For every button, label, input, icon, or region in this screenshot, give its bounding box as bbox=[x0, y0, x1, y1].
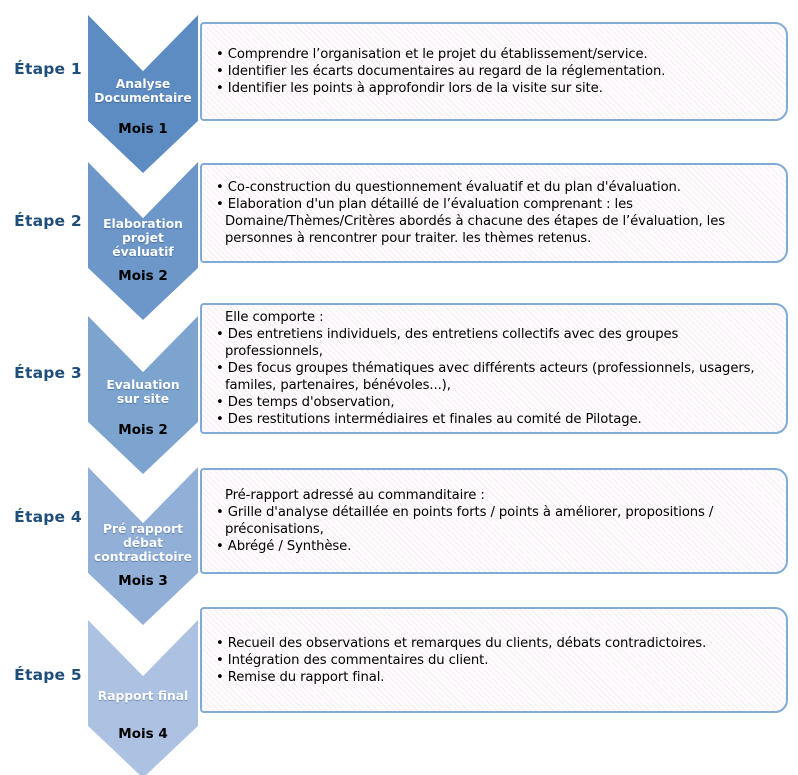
bullet-item: Des entretiens individuels, des entretie… bbox=[212, 326, 772, 360]
etape-5-label: Étape 5 bbox=[14, 666, 82, 684]
detail-box-step-1: Comprendre l’organisation et le projet d… bbox=[200, 22, 788, 121]
bullet-item: Identifier les points à approfondir lors… bbox=[212, 80, 772, 97]
detail-box-step-3: Elle comporte : Des entretiens individue… bbox=[200, 303, 788, 434]
etape-4-label: Étape 4 bbox=[14, 508, 82, 526]
chevron-step-4-title: Pré rapport débat contradictoire bbox=[94, 522, 192, 564]
chevron-step-4-mois: Mois 3 bbox=[118, 573, 168, 589]
bullet-item: Identifier les écarts documentaires au r… bbox=[212, 63, 772, 80]
chevron-step-3: Evaluation sur site Mois 2 bbox=[88, 316, 198, 474]
etape-1-label: Étape 1 bbox=[14, 60, 82, 78]
etape-2-label: Étape 2 bbox=[14, 212, 82, 230]
bullet-item: Intégration des commentaires du client. bbox=[212, 652, 772, 669]
bullet-item: Comprendre l’organisation et le projet d… bbox=[212, 46, 772, 63]
chevron-step-2-title: Elaboration projet évaluatif bbox=[103, 217, 183, 259]
chevron-step-5: Rapport final Mois 4 bbox=[88, 620, 198, 775]
chevron-step-5-title: Rapport final bbox=[97, 689, 189, 703]
bullet-item: Abrégé / Synthèse. bbox=[212, 538, 772, 555]
bullet-item: Remise du rapport final. bbox=[212, 669, 772, 686]
bullet-item: Des focus groupes thématiques avec diffé… bbox=[212, 360, 772, 394]
bullet-item: Recueil des observations et remarques du… bbox=[212, 635, 772, 652]
detail-box-step-5: Recueil des observations et remarques du… bbox=[200, 607, 788, 713]
chevron-step-3-mois: Mois 2 bbox=[118, 422, 168, 438]
bullet-item: Des temps d'observation, bbox=[212, 394, 772, 411]
box-intro-line: Elle comporte : bbox=[225, 310, 324, 325]
box-intro-line: Pré-rapport adressé au commanditaire : bbox=[225, 488, 485, 503]
bullet-item: Co-construction du questionnement évalua… bbox=[212, 179, 772, 196]
chevron-step-5-mois: Mois 4 bbox=[118, 726, 168, 742]
detail-box-step-2: Co-construction du questionnement évalua… bbox=[200, 163, 788, 263]
chevron-step-1-mois: Mois 1 bbox=[118, 121, 168, 137]
etape-3-label: Étape 3 bbox=[14, 364, 82, 382]
bullet-item: Elaboration d'un plan détaillé de l’éval… bbox=[212, 196, 772, 247]
chevron-step-3-title: Evaluation sur site bbox=[106, 378, 180, 406]
detail-box-step-4: Pré-rapport adressé au commanditaire : G… bbox=[200, 468, 788, 574]
chevron-step-1: Analyse Documentaire Mois 1 bbox=[88, 15, 198, 173]
bullet-item: Grille d'analyse détaillée en points for… bbox=[212, 504, 772, 538]
bullet-item: Des restitutions intermédiaires et final… bbox=[212, 411, 772, 428]
chevron-step-1-title: Analyse Documentaire bbox=[94, 77, 192, 105]
chevron-step-2: Elaboration projet évaluatif Mois 2 bbox=[88, 162, 198, 320]
chevron-step-2-mois: Mois 2 bbox=[118, 268, 168, 284]
chevron-step-4: Pré rapport débat contradictoire Mois 3 bbox=[88, 467, 198, 625]
